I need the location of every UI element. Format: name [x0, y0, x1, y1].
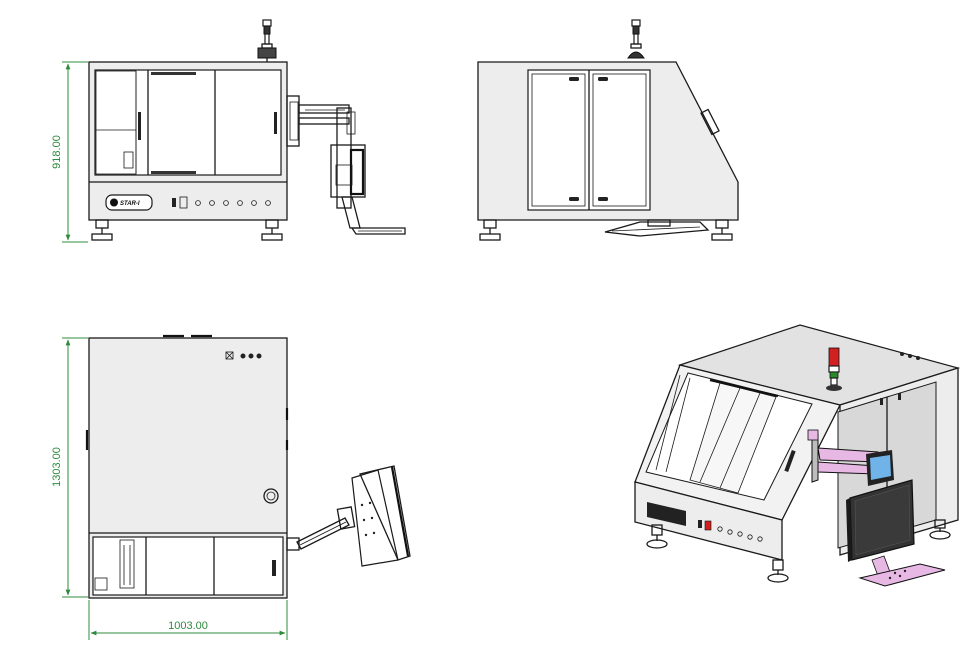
front-window — [94, 69, 282, 176]
side-view — [477, 19, 739, 241]
dimension-top-depth: 1303.00 — [51, 337, 88, 598]
dimension-label: 1303.00 — [51, 447, 63, 487]
isometric-view — [634, 324, 961, 587]
brand-label: STAR-I — [120, 201, 140, 207]
emergency-stop-icon — [263, 488, 279, 504]
signal-tower-icon — [257, 19, 277, 62]
indicator-light-icon — [195, 200, 201, 206]
monitor — [846, 479, 915, 562]
keyboard-tray — [858, 555, 946, 587]
signal-tower-icon — [826, 347, 842, 391]
signal-tower-icon — [627, 19, 645, 59]
dimension-label: 918.00 — [51, 135, 63, 169]
dimension-label: 1003.00 — [168, 620, 208, 632]
top-view — [85, 334, 411, 599]
top-window — [92, 536, 284, 596]
dimension-top-width: 1003.00 — [88, 600, 288, 640]
front-view: STAR-I — [88, 19, 406, 241]
monitor-arm — [807, 429, 894, 486]
brand-plate — [105, 194, 153, 211]
monitor-arm — [286, 465, 411, 567]
monitor-arm — [286, 95, 406, 235]
dimension-front-height: 918.00 — [51, 61, 88, 243]
